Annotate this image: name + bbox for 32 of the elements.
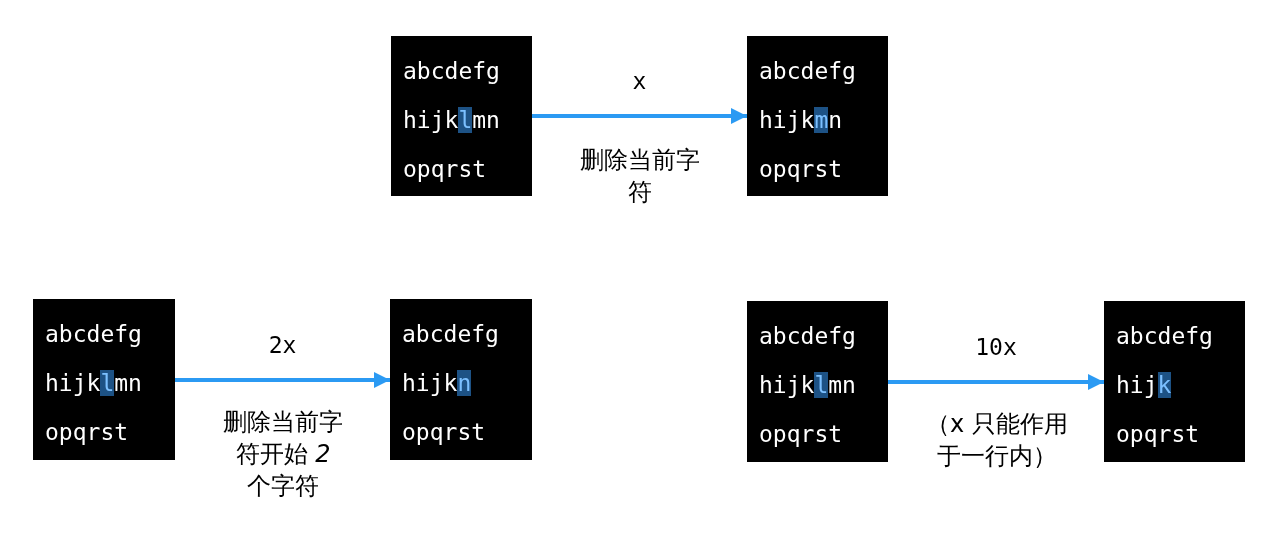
code-box <box>747 301 888 462</box>
code-box <box>391 36 532 196</box>
code-box <box>33 299 175 460</box>
code-box <box>1104 301 1245 462</box>
code-line: opqrst <box>759 420 843 449</box>
code-line: abcdefg <box>1116 322 1213 351</box>
arrow <box>175 372 390 388</box>
code-line: abcdefg <box>45 320 142 349</box>
edge-label: 2x <box>268 331 297 360</box>
code-line: abcdefg <box>403 57 500 86</box>
code-line: opqrst <box>403 155 487 184</box>
code-line: hijklmn <box>403 106 500 135</box>
code-box <box>390 299 532 460</box>
description-text: （x 只能作用于一行内） <box>925 409 1069 472</box>
code-line: abcdefg <box>759 57 856 86</box>
code-line: hijkn <box>402 369 472 398</box>
edge-label: 10x <box>975 333 1017 362</box>
arrow <box>532 108 747 124</box>
code-line: opqrst <box>45 418 129 447</box>
code-line: abcdefg <box>759 322 856 351</box>
arrow <box>888 374 1104 390</box>
description-text: 删除当前字符开始 2 个字符 <box>222 407 344 502</box>
code-line: hijklmn <box>759 371 856 400</box>
description-text: 删除当前字符 <box>579 145 701 208</box>
code-line: opqrst <box>759 155 843 184</box>
code-line: abcdefg <box>402 320 499 349</box>
edge-label: x <box>632 67 647 96</box>
code-line: hijkmn <box>759 106 843 135</box>
code-line: opqrst <box>1116 420 1200 449</box>
code-line: hijklmn <box>45 369 142 398</box>
code-line: opqrst <box>402 418 486 447</box>
code-box <box>747 36 888 196</box>
